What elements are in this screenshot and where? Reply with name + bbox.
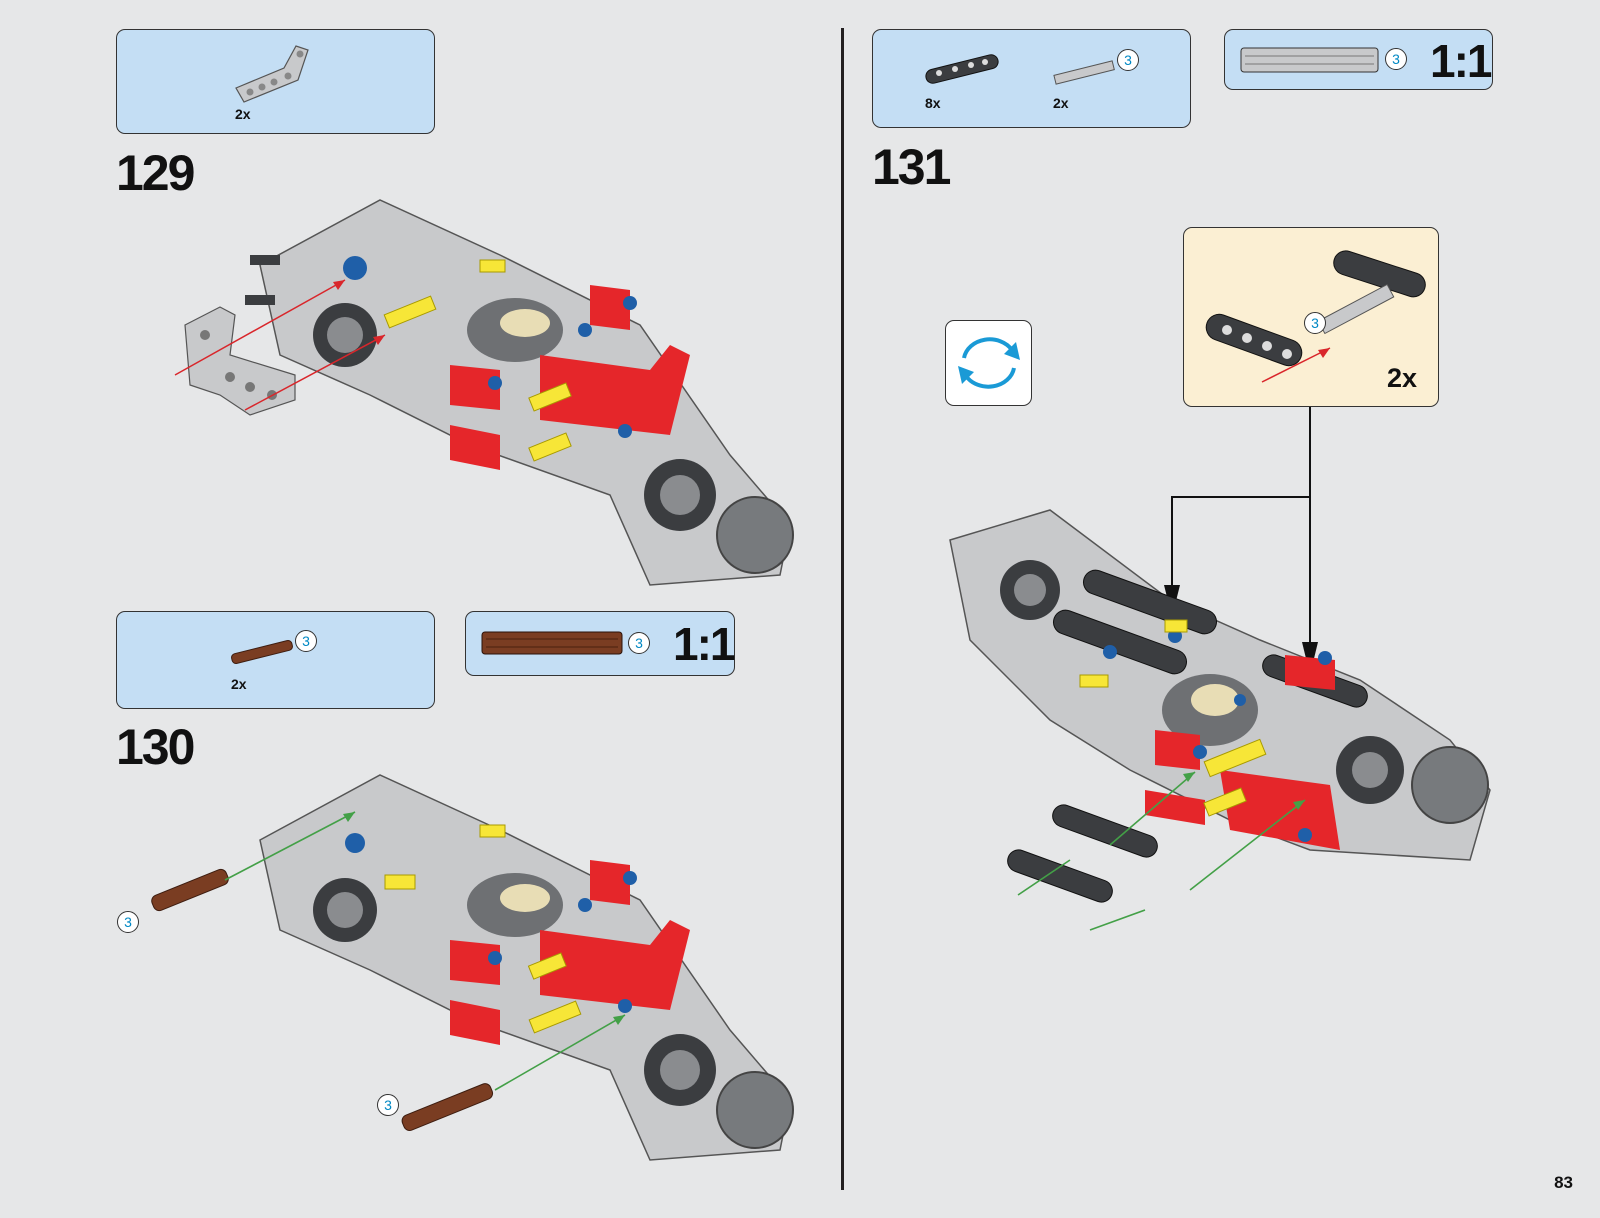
parts-list-130: 3 2x: [116, 611, 435, 709]
length-indicator: 3: [295, 630, 317, 652]
part-qty: 2x: [231, 676, 247, 692]
axle-brown-icon: [227, 637, 297, 667]
axle-grey-icon: [1051, 55, 1117, 89]
length-indicator: 3: [628, 632, 650, 654]
parts-list-129: 2x: [116, 29, 435, 134]
page-number: 83: [1554, 1173, 1573, 1193]
length-indicator: 3: [377, 1094, 399, 1116]
length-indicator: 3: [1385, 48, 1407, 70]
axle-brown-scale-icon: [482, 630, 622, 656]
sub-assembly-callout: 3 2x: [1183, 227, 1439, 407]
part-qty: 8x: [925, 95, 941, 111]
axle-grey-scale-icon: [1241, 48, 1378, 72]
length-indicator: 3: [117, 911, 139, 933]
assembly-step-131: [930, 490, 1520, 930]
rotate-arrows-icon: [954, 330, 1024, 396]
column-divider: [841, 28, 844, 1190]
length-indicator: 3: [1304, 312, 1326, 334]
scale-box-131: 3 1:1: [1224, 29, 1493, 90]
beam-l-shape-icon: [232, 40, 312, 102]
callout-multiplier: 2x: [1387, 365, 1417, 392]
step-number: 129: [116, 148, 193, 198]
step-number: 131: [872, 142, 949, 192]
assembly-step-129: [170, 195, 815, 595]
scale-ratio: 1:1: [673, 621, 733, 667]
assembly-step-130: [145, 770, 815, 1170]
beam-dark-grey-icon: [923, 48, 1001, 90]
parts-list-131: 8x 3 2x: [872, 29, 1191, 128]
part-qty: 2x: [1053, 95, 1069, 111]
step-number: 130: [116, 722, 193, 772]
part-qty: 2x: [235, 106, 251, 122]
rotate-model-indicator: [945, 320, 1032, 406]
scale-box-130: 3 1:1: [465, 611, 735, 676]
scale-ratio: 1:1: [1430, 38, 1490, 84]
length-indicator: 3: [1117, 49, 1139, 71]
